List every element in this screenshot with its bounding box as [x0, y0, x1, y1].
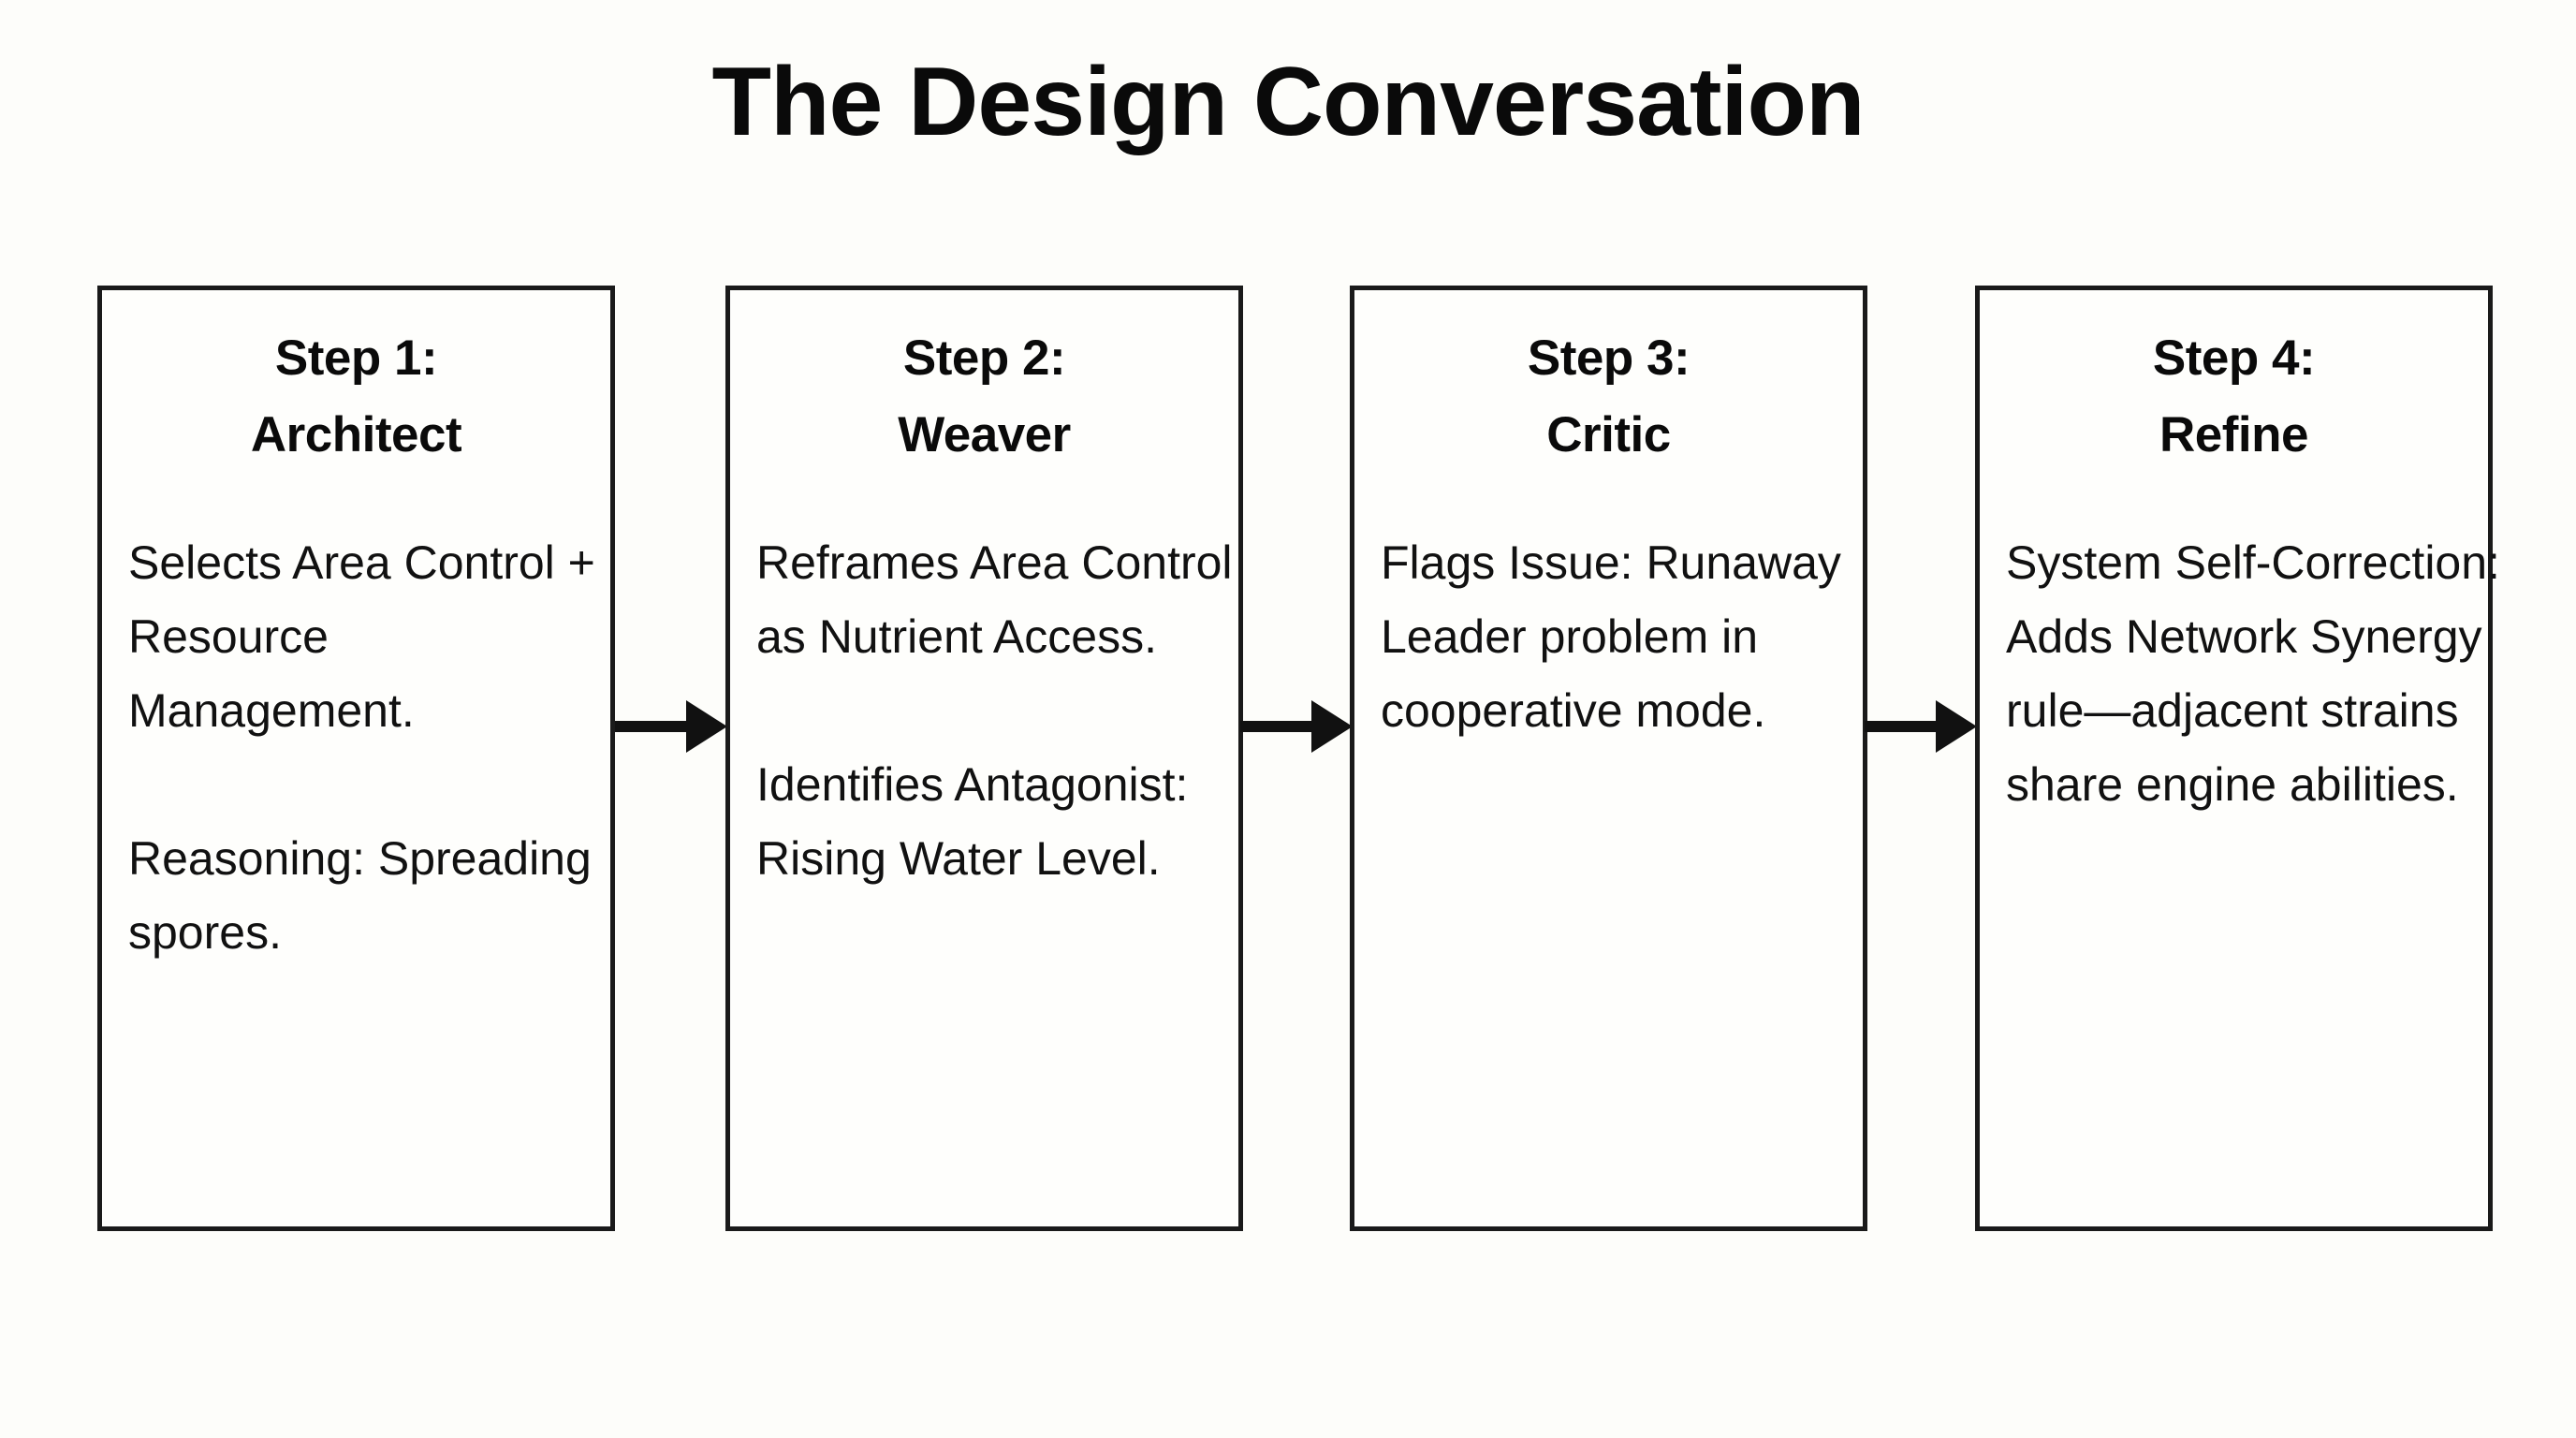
step-box-4[interactable]: Step 4: Refine System Self-Correction: A…	[1975, 286, 2500, 1231]
arrow-head-icon	[686, 700, 727, 753]
arrow-shaft	[615, 721, 692, 732]
arrow-step3-to-step4	[1865, 700, 1977, 753]
step-4-header: Step 4: Refine	[2152, 330, 2316, 462]
arrow-step2-to-step3	[1240, 700, 1353, 753]
arrow-head-icon	[1311, 700, 1353, 753]
step-box-1[interactable]: Step 1: Architect Selects Area Control +…	[97, 286, 615, 1231]
step-3-body: Flags Issue: Runaway Leader problem in c…	[1381, 536, 1841, 737]
arrow-shaft	[1865, 721, 1941, 732]
step-1-body: Selects Area Control + Resource Manageme…	[128, 536, 595, 959]
step-box-2[interactable]: Step 2: Weaver Reframes Area Control as …	[725, 286, 1243, 1231]
arrow-head-icon	[1936, 700, 1977, 753]
arrow-step1-to-step2	[615, 700, 727, 753]
step-2-header: Step 2: Weaver	[898, 330, 1071, 462]
page-title: The Design Conversation	[711, 48, 1866, 156]
arrow-shaft	[1240, 721, 1317, 732]
step-4-body: System Self-Correction: Adds Network Syn…	[2006, 536, 2500, 811]
step-box-3[interactable]: Step 3: Critic Flags Issue: Runaway Lead…	[1350, 286, 1867, 1231]
step-2-body: Reframes Area Control as Nutrient Access…	[756, 536, 1233, 885]
step-3-header: Step 3: Critic	[1527, 330, 1690, 462]
step-1-header: Step 1: Architect	[250, 330, 462, 462]
flowchart-container: Step 1: Architect Selects Area Control +…	[97, 286, 2500, 1231]
